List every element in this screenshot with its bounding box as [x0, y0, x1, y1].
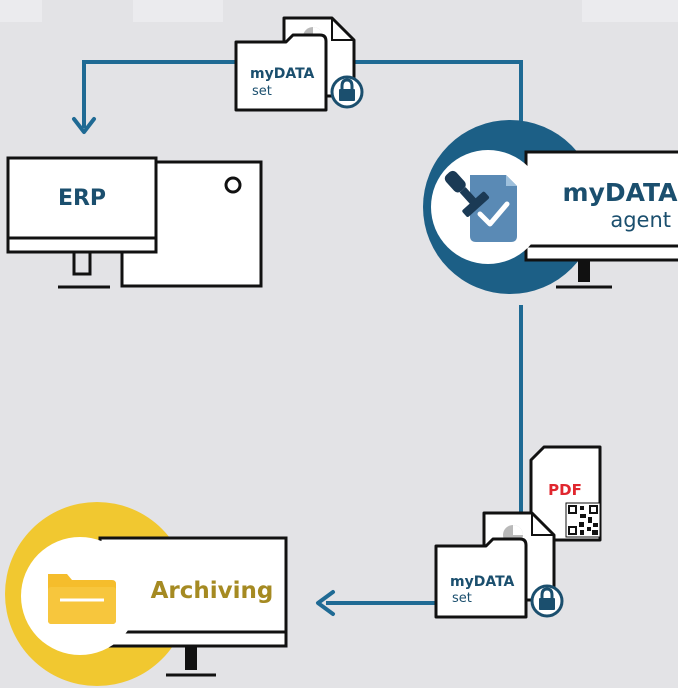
mydata-set-top: [234, 16, 364, 112]
stamp-document-icon: [444, 170, 517, 242]
connector-erp-arrowhead: [72, 117, 96, 134]
lock-icon: [330, 75, 364, 109]
pdf-document: [529, 445, 602, 542]
agent-monitor: [524, 150, 678, 262]
agent-subtitle: agent: [610, 208, 671, 232]
connector-archive-arrowhead: [316, 590, 335, 616]
folder-icon: [48, 574, 116, 624]
pdf-label: PDF: [548, 481, 582, 499]
erp-computer: [6, 156, 263, 289]
erp-monitor-stand: [72, 250, 92, 276]
agent-node: [423, 120, 678, 294]
qr-code-icon: [565, 502, 601, 538]
erp-label: ERP: [58, 186, 106, 211]
agent-title: myDATA: [563, 178, 678, 207]
set-top-title: myDATA: [250, 66, 315, 82]
lock-icon: [530, 584, 564, 618]
archiving-node: [5, 502, 288, 686]
archiving-label: Archiving: [151, 578, 274, 604]
set-top-subtitle: set: [252, 84, 272, 99]
set-bottom-title: myDATA: [450, 574, 515, 590]
set-bottom-subtitle: set: [452, 591, 472, 606]
top-edge-tiles: [0, 0, 678, 22]
erp-tower-button: [224, 176, 242, 194]
mydata-set-bottom: [434, 511, 564, 619]
